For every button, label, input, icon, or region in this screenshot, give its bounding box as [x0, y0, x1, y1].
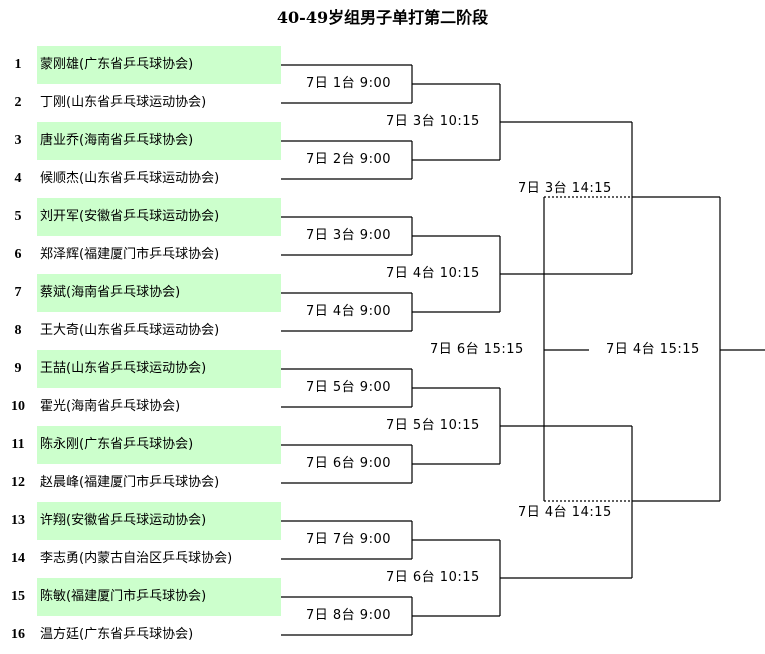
match-label-round1: 7日 8台 9:00 [306, 608, 391, 623]
seed-number: 8 [14, 323, 22, 338]
page-title: 40-49岁组男子单打第二阶段 [276, 8, 489, 27]
player-entry: 唐业乔(海南省乒乓球协会) [37, 122, 281, 160]
seed-number: 12 [11, 475, 25, 490]
match-label-semifinal: 7日 4台 14:15 [518, 505, 612, 520]
player-entry: 霍光(海南省乒乓球协会) [40, 399, 181, 414]
seed-number: 11 [11, 437, 25, 452]
seed-number: 2 [14, 95, 22, 110]
match-label-final: 7日 4台 15:15 [606, 342, 700, 357]
player-entry: 王喆(山东省乒乓球运动协会) [37, 350, 281, 388]
match-label-round1: 7日 7台 9:00 [306, 532, 391, 547]
seed-number: 16 [11, 627, 25, 642]
match-label-round2: 7日 6台 10:15 [386, 570, 480, 585]
match-label-round1: 7日 6台 9:00 [306, 456, 391, 471]
player-entry: 赵晨峰(福建厦门市乒乓球协会) [40, 475, 220, 490]
seed-number: 3 [14, 133, 22, 148]
player-entry: 丁刚(山东省乒乓球运动协会) [40, 95, 207, 110]
match-label-round1: 7日 5台 9:00 [306, 380, 391, 395]
player-entry: 李志勇(内蒙古自治区乒乓球协会) [40, 551, 233, 566]
seed-number: 5 [14, 209, 22, 224]
seed-number: 4 [14, 171, 22, 186]
player-entry: 许翔(安徽省乒乓球运动协会) [37, 502, 281, 540]
match-label-round1: 7日 3台 9:00 [306, 228, 391, 243]
seed-number: 14 [11, 551, 25, 566]
match-label-round2: 7日 5台 10:15 [386, 418, 480, 433]
match-label-third-place: 7日 6台 15:15 [430, 342, 524, 357]
match-label-round1: 7日 4台 9:00 [306, 304, 391, 319]
player-entry: 刘开军(安徽省乒乓球运动协会) [37, 198, 281, 236]
player-entry: 温方廷(广东省乒乓球协会) [40, 627, 194, 642]
seed-number: 15 [11, 589, 25, 604]
player-entry: 候顺杰(山东省乒乓球运动协会) [40, 171, 220, 186]
player-entry: 郑泽辉(福建厦门市乒乓球协会) [40, 247, 220, 262]
match-label-semifinal: 7日 3台 14:15 [518, 181, 612, 196]
player-entry: 陈敏(福建厦门市乒乓球协会) [37, 578, 281, 616]
seed-number: 6 [14, 247, 22, 262]
seed-number: 13 [11, 513, 25, 528]
player-entry: 陈永刚(广东省乒乓球协会) [37, 426, 281, 464]
match-label-round2: 7日 3台 10:15 [386, 114, 480, 129]
match-label-round1: 7日 2台 9:00 [306, 152, 391, 167]
seed-number: 7 [14, 285, 22, 300]
match-label-round1: 7日 1台 9:00 [306, 76, 391, 91]
match-label-round2: 7日 4台 10:15 [386, 266, 480, 281]
seed-number: 9 [14, 361, 22, 376]
player-entry: 蔡斌(海南省乒乓球协会) [37, 274, 281, 312]
seed-number: 10 [11, 399, 25, 414]
player-entry: 王大奇(山东省乒乓球运动协会) [40, 323, 220, 338]
seed-number: 1 [14, 57, 22, 72]
player-entry: 蒙刚雄(广东省乒乓球协会) [37, 46, 281, 84]
